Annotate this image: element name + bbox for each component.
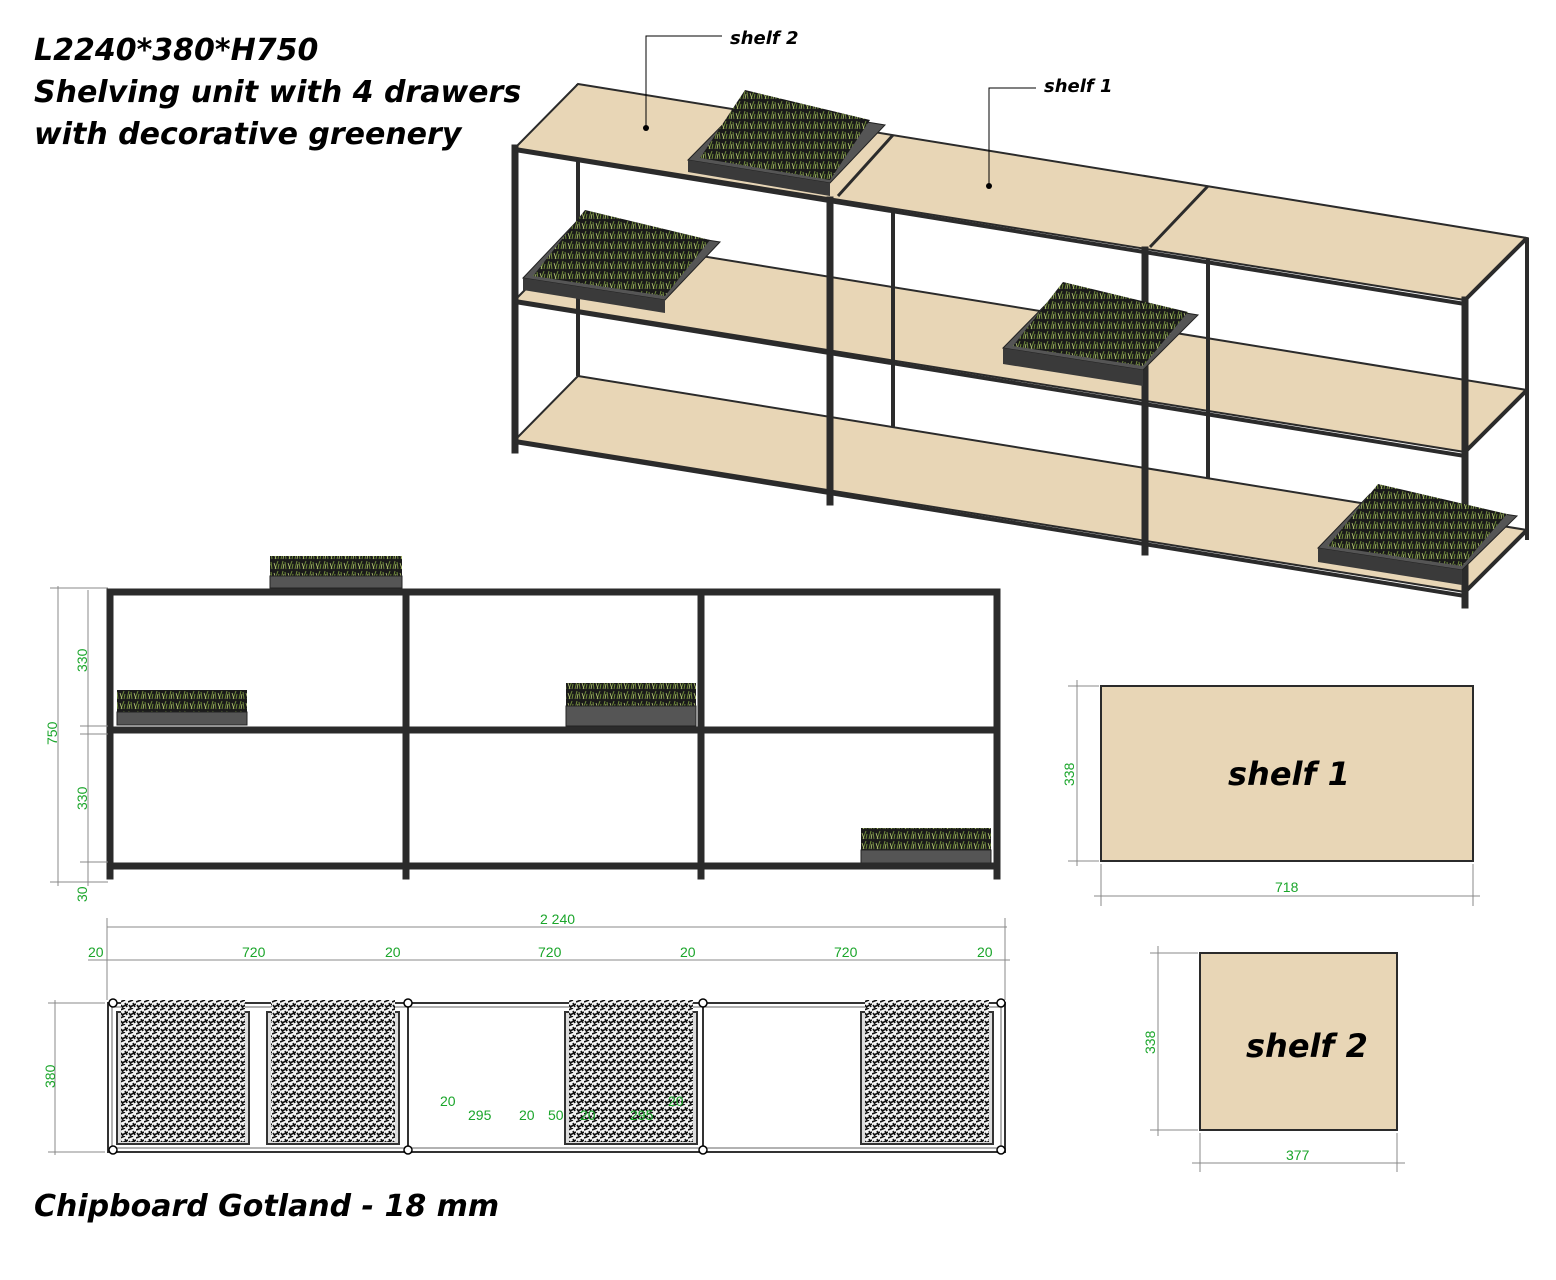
- shelf-1-label: shelf 1: [1228, 755, 1350, 793]
- plan-posts: [407, 1003, 704, 1152]
- dim-segment: 720: [242, 944, 266, 960]
- dim-segment: 20: [385, 944, 401, 960]
- callout-shelf-2: shelf 2: [643, 28, 799, 131]
- product-title: Shelving unit with 4 drawers: [34, 75, 521, 110]
- shelf-2-width: 377: [1286, 1147, 1310, 1163]
- product-subtitle: with decorative greenery: [34, 117, 463, 152]
- dim-detail: 20: [668, 1093, 684, 1109]
- dim-detail: 20: [440, 1093, 456, 1109]
- dim-detail: 295: [468, 1107, 492, 1123]
- iso-front-rails: [514, 148, 1529, 598]
- isometric-view: shelf 2 shelf 1: [511, 28, 1530, 609]
- shelf-2-depth: 338: [1142, 1030, 1158, 1054]
- dim-detail: 20: [519, 1107, 535, 1123]
- plan-view: 2 240 20 720 20 720 20 720 20 380 20: [42, 911, 1010, 1155]
- shelf-1-depth: 338: [1061, 762, 1077, 786]
- iso-planter: [521, 210, 722, 313]
- iso-planter: [686, 90, 887, 196]
- dim-segment: 720: [834, 944, 858, 960]
- dim-segment: 20: [680, 944, 696, 960]
- dim-leg: 30: [74, 886, 90, 902]
- svg-text:shelf 2: shelf 2: [730, 28, 799, 49]
- dim-segment: 720: [538, 944, 562, 960]
- svg-text:shelf 1: shelf 1: [1044, 76, 1113, 97]
- dimensions-title: L2240*380*H750: [34, 33, 318, 68]
- front-frame: [106, 588, 1001, 880]
- dim-depth: 380: [42, 1064, 58, 1088]
- plan-planters: [116, 1000, 994, 1145]
- iso-front-posts: [511, 144, 1469, 609]
- shelf-2-panel: shelf 2 338 377: [1142, 946, 1405, 1172]
- title-block: L2240*380*H750 Shelving unit with 4 draw…: [34, 33, 521, 152]
- iso-planter: [1316, 484, 1519, 585]
- dim-segment: 20: [977, 944, 993, 960]
- dim-total-height: 750: [44, 721, 60, 745]
- front-view: 750 330 330 30: [44, 556, 1001, 902]
- dim-detail: 20: [580, 1107, 596, 1123]
- shelf-1-width: 718: [1275, 879, 1299, 895]
- dim-upper-gap: 330: [74, 648, 90, 672]
- dim-lower-gap: 330: [74, 786, 90, 810]
- dim-total-length: 2 240: [540, 911, 575, 927]
- shelf-2-label: shelf 2: [1246, 1027, 1368, 1065]
- dim-detail: 50: [548, 1107, 564, 1123]
- callout-shelf-1: shelf 1: [986, 76, 1113, 189]
- front-dimension-lines: [50, 586, 108, 886]
- material-note: Chipboard Gotland - 18 mm: [34, 1189, 499, 1224]
- dim-detail: 295: [630, 1107, 654, 1123]
- iso-planter: [1001, 282, 1200, 386]
- shelf-1-panel: shelf 1 338 718: [1061, 680, 1480, 906]
- dim-segment: 20: [88, 944, 104, 960]
